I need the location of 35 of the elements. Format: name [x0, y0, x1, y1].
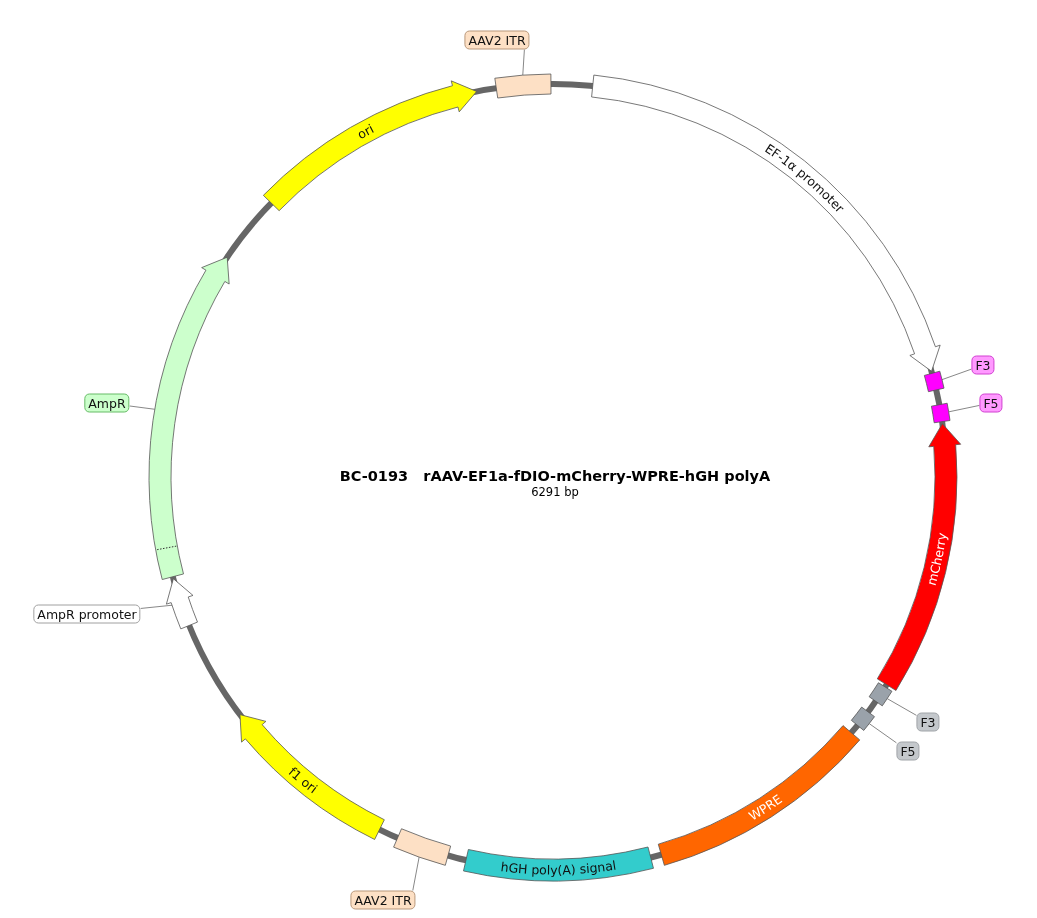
- gene-feature: [591, 74, 941, 372]
- feature-label: ori: [354, 121, 377, 143]
- sequence-length: 6291 bp: [531, 485, 579, 499]
- leader-line: [129, 405, 156, 410]
- leader-line: [941, 368, 972, 381]
- feature-segment: [463, 846, 654, 882]
- gene-feature: [148, 256, 230, 580]
- leader-line: [886, 698, 917, 716]
- feature-label: hGH poly(A) signal: [499, 857, 618, 878]
- leader-line: [412, 856, 420, 891]
- leader-line: [522, 49, 525, 76]
- gene-feature: [239, 714, 385, 840]
- leader-line: [868, 723, 897, 744]
- callout-label: AAV2 ITR: [350, 890, 416, 910]
- callout-label: AmpR: [84, 393, 130, 413]
- callout-label: F3: [916, 712, 940, 732]
- leader-line: [948, 404, 980, 413]
- leader-line: [140, 604, 173, 609]
- gene-feature: [262, 80, 478, 212]
- map-title: BC-0193 rAAV-EF1a-fDIO-mCherry-WPRE-hGH polyA: [339, 468, 771, 484]
- callout-label: AAV2 ITR: [464, 30, 530, 50]
- callout-label: F3: [971, 355, 995, 375]
- feature-segment: [657, 725, 861, 866]
- callout-label: F5: [896, 741, 920, 761]
- feature-segment: [923, 370, 945, 393]
- callout-label: F5: [979, 393, 1003, 413]
- feature-segment: [494, 73, 552, 99]
- feature-segment: [850, 706, 875, 731]
- feature-segment: [393, 828, 452, 866]
- feature-label: f1 ori: [285, 764, 321, 797]
- gene-feature: [876, 423, 962, 691]
- feature-segment: [868, 682, 893, 707]
- gene-feature: [166, 578, 198, 630]
- callout-label: AmpR promoter: [33, 604, 141, 624]
- feature-segment: [931, 402, 951, 424]
